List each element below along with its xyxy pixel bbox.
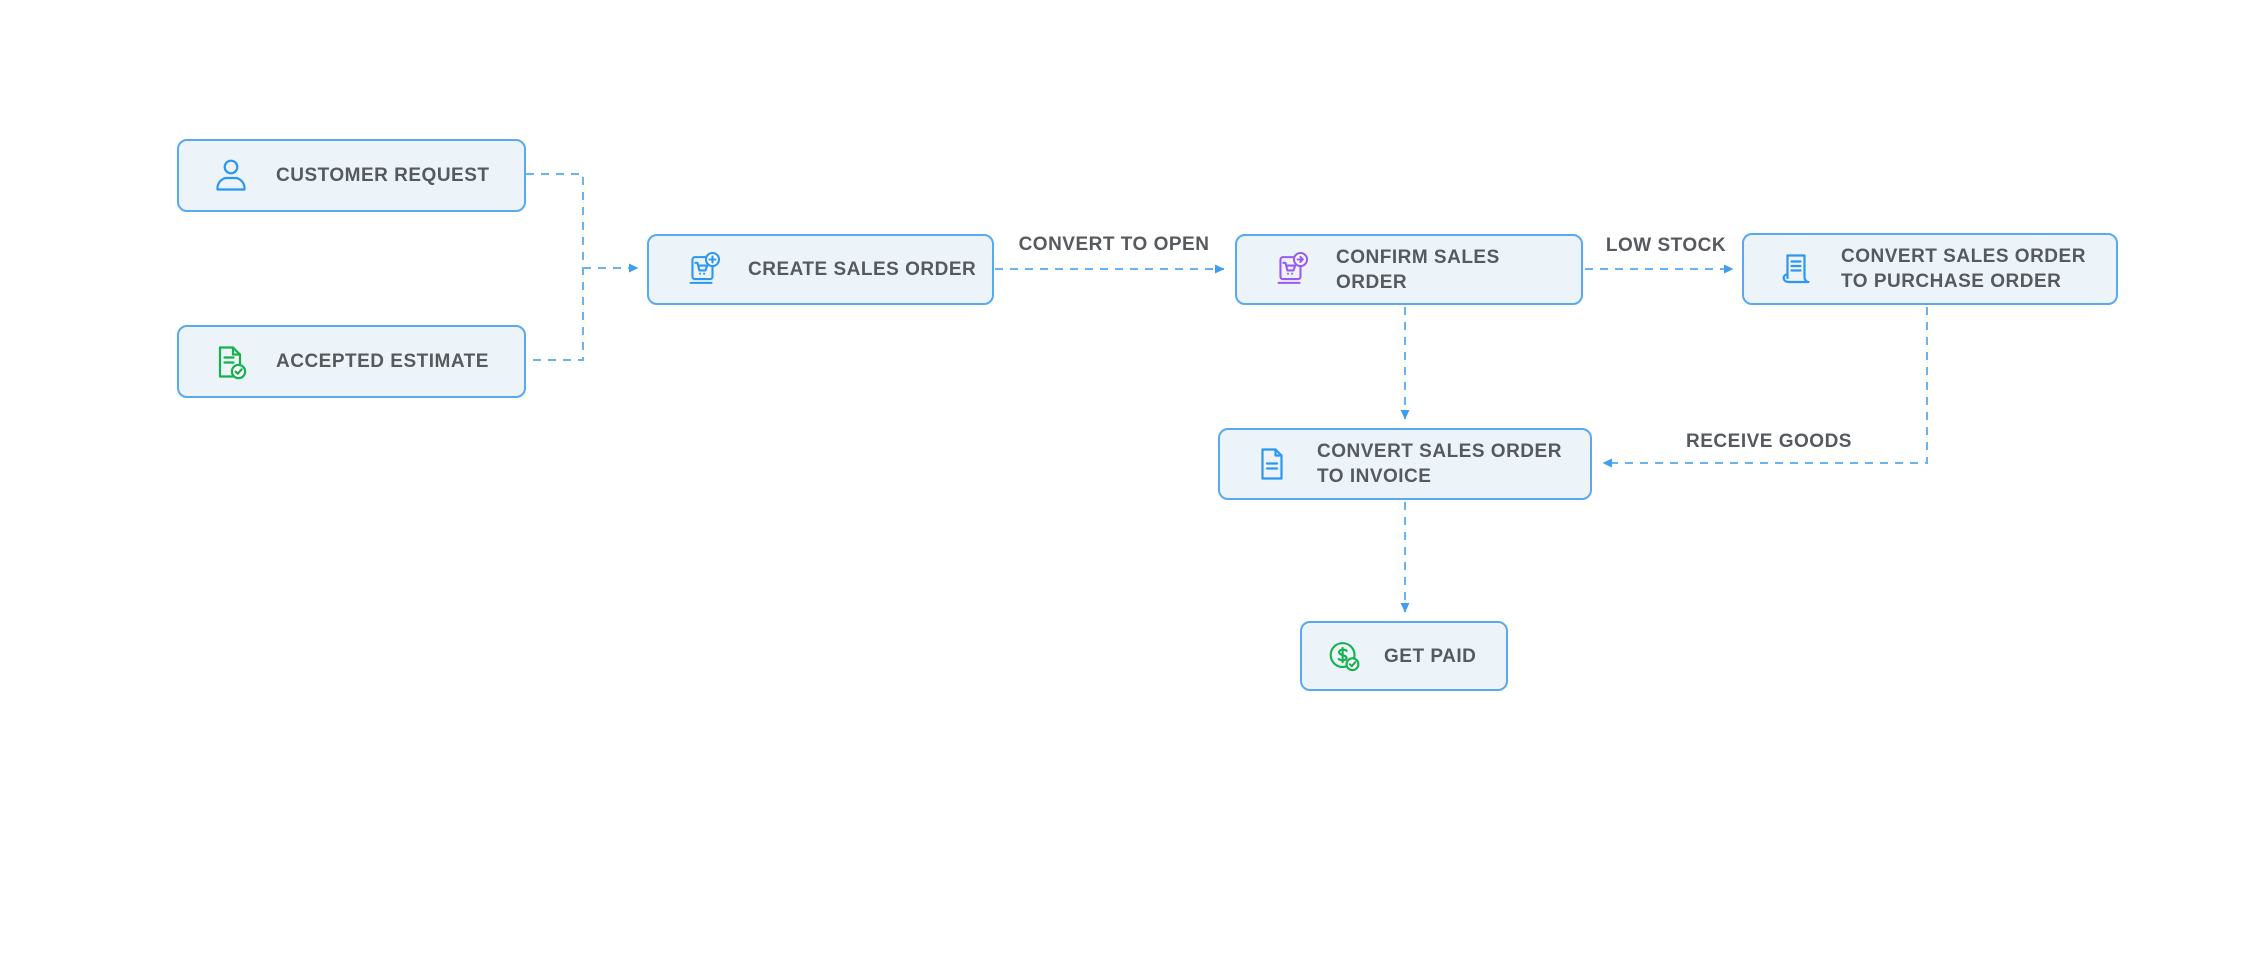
- node-label: ACCEPTED ESTIMATE: [276, 351, 489, 372]
- node-label: GET PAID: [1384, 645, 1477, 667]
- sales-order-confirm-icon: [1269, 249, 1311, 291]
- edge-label-convert-to-open: CONVERT TO OPEN: [1018, 234, 1210, 255]
- node-create-sales-order[interactable]: CREATE SALES ORDER: [647, 234, 994, 305]
- purchase-order-icon: [1776, 249, 1816, 289]
- node-convert-sales-order-to-invoice[interactable]: CONVERT SALES ORDER TO INVOICE: [1218, 428, 1592, 500]
- edge-purchase-order-to-invoice: [1602, 307, 1928, 468]
- node-label: CONVERT SALES ORDER TO PURCHASE ORDER: [1841, 246, 2086, 292]
- node-confirm-sales-order[interactable]: CONFIRM SALES ORDER: [1235, 234, 1583, 305]
- node-accepted-estimate[interactable]: ACCEPTED ESTIMATE: [177, 325, 526, 398]
- node-customer-request[interactable]: CUSTOMER REQUEST: [177, 139, 526, 212]
- estimate-accepted-icon: [211, 342, 251, 382]
- edge-label-low-stock: LOW STOCK: [1605, 235, 1727, 256]
- node-convert-sales-order-to-purchase-order[interactable]: CONVERT SALES ORDER TO PURCHASE ORDER: [1742, 233, 2118, 305]
- node-label: CONVERT SALES ORDER TO INVOICE: [1317, 441, 1562, 487]
- invoice-icon: [1252, 444, 1292, 484]
- person-icon: [211, 156, 251, 196]
- money-paid-icon: [1324, 636, 1366, 676]
- node-label: CREATE SALES ORDER: [748, 259, 977, 280]
- node-get-paid[interactable]: GET PAID: [1300, 621, 1508, 691]
- sales-order-add-icon: [681, 249, 723, 291]
- node-label: CUSTOMER REQUEST: [276, 165, 490, 186]
- edge-label-receive-goods: RECEIVE GOODS: [1686, 431, 1852, 452]
- edge-customer-estimate-junction: [526, 173, 584, 361]
- node-label: CONFIRM SALES ORDER: [1336, 246, 1500, 293]
